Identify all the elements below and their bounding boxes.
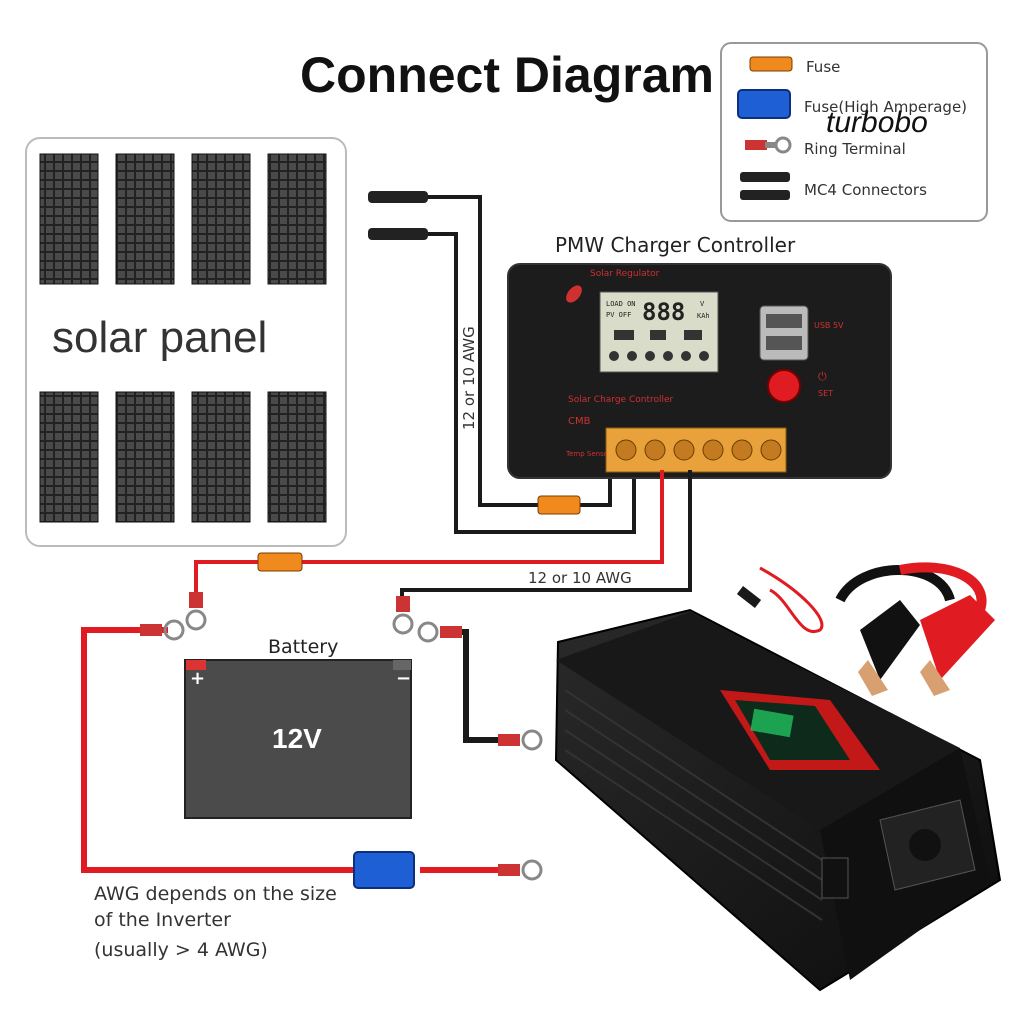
controller-top-label: Solar Regulator xyxy=(590,269,660,279)
controller-usb-label: USB 5V xyxy=(814,321,844,330)
legend-high-fuse-label: Fuse(High Amperage) xyxy=(804,98,967,116)
controller-title: PMW Charger Controller xyxy=(555,233,796,257)
wire-label-vertical: 12 or 10 AWG xyxy=(460,326,478,430)
legend-fuse-label: Fuse xyxy=(806,58,840,76)
note-line-2: of the Inverter xyxy=(94,909,231,931)
mc4-connectors xyxy=(368,191,428,240)
battery-line-fuse xyxy=(257,552,303,572)
watermark: turbobo xyxy=(826,106,928,139)
set-button[interactable] xyxy=(767,369,801,403)
note-line-1: AWG depends on the size xyxy=(94,883,337,905)
lcd-symbols xyxy=(609,330,709,361)
high-amperage-fuse-icon xyxy=(737,89,791,119)
high-amperage-fuse xyxy=(353,851,415,889)
cable-ring-terminals xyxy=(140,619,543,881)
leaf-icon xyxy=(566,285,582,303)
battery: + − 12V xyxy=(184,659,412,819)
lcd-digits: 888 xyxy=(642,298,685,326)
controller-temp-label: Temp Sensor xyxy=(565,450,611,458)
car-plug-cable xyxy=(736,566,824,634)
inline-fuse xyxy=(537,495,581,515)
ac-outlet xyxy=(879,799,976,891)
controller-bottom-label: Solar Charge Controller xyxy=(568,395,674,405)
battery-minus: − xyxy=(396,668,411,689)
lcd-unit-kah: KAh xyxy=(697,312,710,320)
battery-clamps xyxy=(835,562,995,696)
legend-mc4-label: MC4 Connectors xyxy=(804,181,927,199)
battery-voltage: 12V xyxy=(272,723,322,754)
usb-ports xyxy=(759,305,809,361)
charge-controller: Solar Regulator LOAD ON PV OFF 888 V KAh… xyxy=(507,263,892,479)
ring-terminal-icon xyxy=(745,136,792,154)
power-icon: ⏻ xyxy=(818,370,827,383)
terminal-block xyxy=(605,427,787,473)
battery-label: Battery xyxy=(268,636,338,658)
power-inverter xyxy=(554,608,1002,992)
note-line-3: (usually > 4 AWG) xyxy=(94,939,268,961)
diagram-title: Connect Diagram xyxy=(300,47,714,103)
legend-ring-terminal-label: Ring Terminal xyxy=(804,140,906,158)
lcd-unit-v: V xyxy=(700,300,705,308)
battery-ring-terminals xyxy=(185,592,414,635)
battery-plus: + xyxy=(190,668,205,689)
solar-panel: solar panel xyxy=(25,137,347,547)
panel-wires xyxy=(428,195,636,534)
inverter-display xyxy=(720,690,880,770)
fuse-icon xyxy=(749,56,793,72)
solar-panel-label: solar panel xyxy=(52,313,267,362)
legend-box: Fuse Fuse(High Amperage) Ring Terminal M… xyxy=(720,42,988,222)
mc4-connector-icon xyxy=(740,172,790,200)
lcd-load-text: LOAD ON xyxy=(606,300,636,308)
wire-label-horizontal: 12 or 10 AWG xyxy=(528,569,632,587)
lcd-pv-text: PV OFF xyxy=(606,311,631,319)
inverter-switch[interactable] xyxy=(821,857,849,899)
controller-set-label: SET xyxy=(818,389,833,398)
controller-brand: CMB xyxy=(568,416,591,427)
